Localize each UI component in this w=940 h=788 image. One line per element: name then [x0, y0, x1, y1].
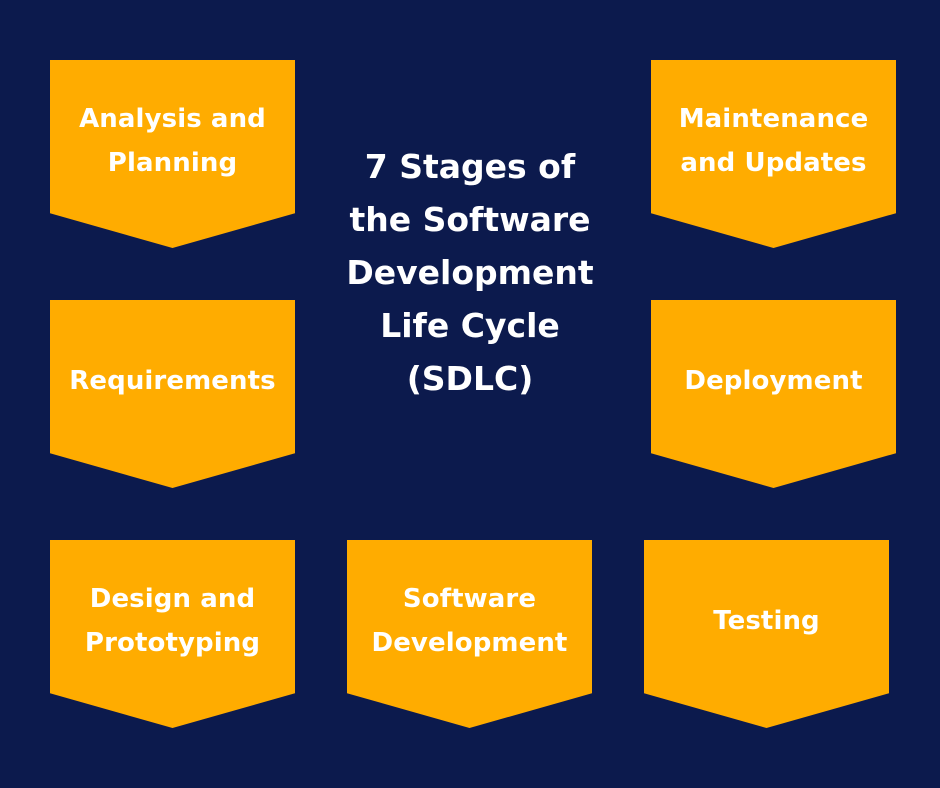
stage-label: Software Development [372, 577, 568, 665]
stage-label-line: Maintenance [678, 104, 869, 134]
stage-testing: Testing [644, 540, 889, 728]
stage-label: Maintenance and Updates [679, 97, 869, 185]
stage-label: Design and Prototyping [85, 577, 260, 665]
stage-label-line: Testing [713, 606, 820, 636]
diagram-title: 7 Stages of the Software Development Lif… [320, 140, 620, 405]
stage-software-development: Software Development [347, 540, 592, 728]
stage-label-line: Requirements [69, 366, 276, 396]
title-line: the Software [349, 200, 591, 239]
stage-label-line: and Updates [680, 148, 867, 178]
title-line: (SDLC) [406, 359, 534, 398]
stage-label: Testing [713, 599, 820, 643]
stage-label-line: Planning [107, 148, 238, 178]
stage-label: Deployment [684, 359, 862, 403]
stage-maintenance-and-updates: Maintenance and Updates [651, 60, 896, 248]
stage-label-line: Deployment [684, 366, 863, 396]
title-line: 7 Stages of [364, 147, 576, 186]
stage-label-line: Design and [89, 584, 256, 614]
title-line: Development [346, 253, 594, 292]
stage-label-line: Prototyping [84, 628, 261, 658]
stage-label-line: Analysis and [79, 104, 266, 134]
stage-design-and-prototyping: Design and Prototyping [50, 540, 295, 728]
stage-deployment: Deployment [651, 300, 896, 488]
stage-label-line: Development [371, 628, 568, 658]
stage-label: Analysis and Planning [79, 97, 266, 185]
title-line: Life Cycle [380, 306, 560, 345]
stage-label-line: Software [402, 584, 537, 614]
stage-analysis-and-planning: Analysis and Planning [50, 60, 295, 248]
stage-label: Requirements [69, 359, 275, 403]
stage-requirements: Requirements [50, 300, 295, 488]
